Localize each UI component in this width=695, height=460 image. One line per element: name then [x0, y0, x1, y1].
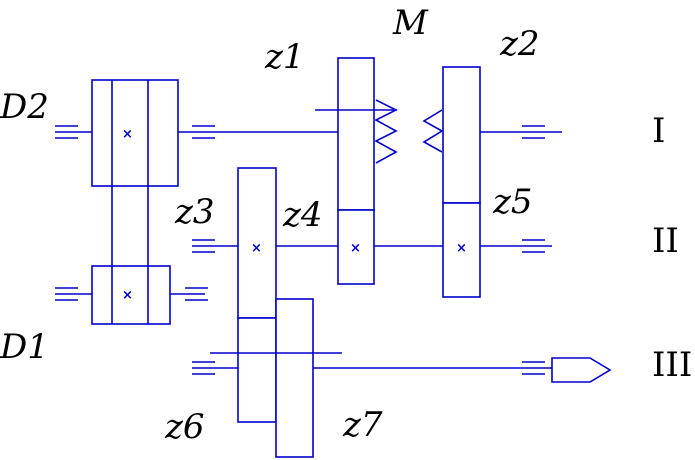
belt: [111, 186, 149, 266]
bearing-II-left: [192, 239, 215, 253]
gear-z1: [315, 57, 397, 211]
label-M: M: [392, 3, 429, 43]
shaft-label-III: III: [652, 345, 692, 385]
gear-z4: ×: [337, 209, 375, 285]
pulley-D1: ×: [55, 265, 205, 325]
label-D1: D1: [0, 327, 49, 367]
output-shaft-end: [551, 357, 612, 383]
gear-z2: [442, 66, 481, 204]
shaft-III: [192, 352, 552, 369]
gear-z5: ×: [442, 202, 481, 298]
gear-z3: ×: [237, 167, 277, 319]
fixed-mark: ×: [350, 241, 361, 256]
label-z4: z4: [282, 195, 323, 235]
label-z1: z1: [264, 37, 305, 77]
label-z2: z2: [499, 24, 540, 64]
fixed-mark: ×: [122, 127, 133, 142]
bearing-D1-right: [185, 287, 208, 301]
shaft-label-II: II: [652, 221, 679, 261]
bearing-I-mid: [192, 125, 215, 139]
fixed-mark: ×: [122, 288, 133, 303]
label-z3: z3: [174, 192, 215, 232]
bearing-D1-left: [55, 287, 78, 301]
bearing-I-left: [55, 125, 78, 139]
label-z5: z5: [492, 182, 533, 222]
label-z6: z6: [164, 407, 205, 447]
label-z7: z7: [342, 405, 383, 445]
clutch-M: [374, 99, 444, 164]
bearing-I-right: [522, 125, 545, 139]
bearing-III-left: [192, 361, 215, 375]
fixed-mark: ×: [251, 241, 262, 256]
bearing-III-right: [522, 361, 545, 375]
shaft-label-I: I: [652, 111, 665, 151]
fixed-mark: ×: [456, 241, 467, 256]
gear-z6: [237, 317, 277, 423]
gear-z7: [275, 298, 314, 458]
label-D2: D2: [0, 87, 49, 127]
pulley-D2: ×: [91, 79, 179, 187]
bearing-II-right: [522, 239, 545, 253]
